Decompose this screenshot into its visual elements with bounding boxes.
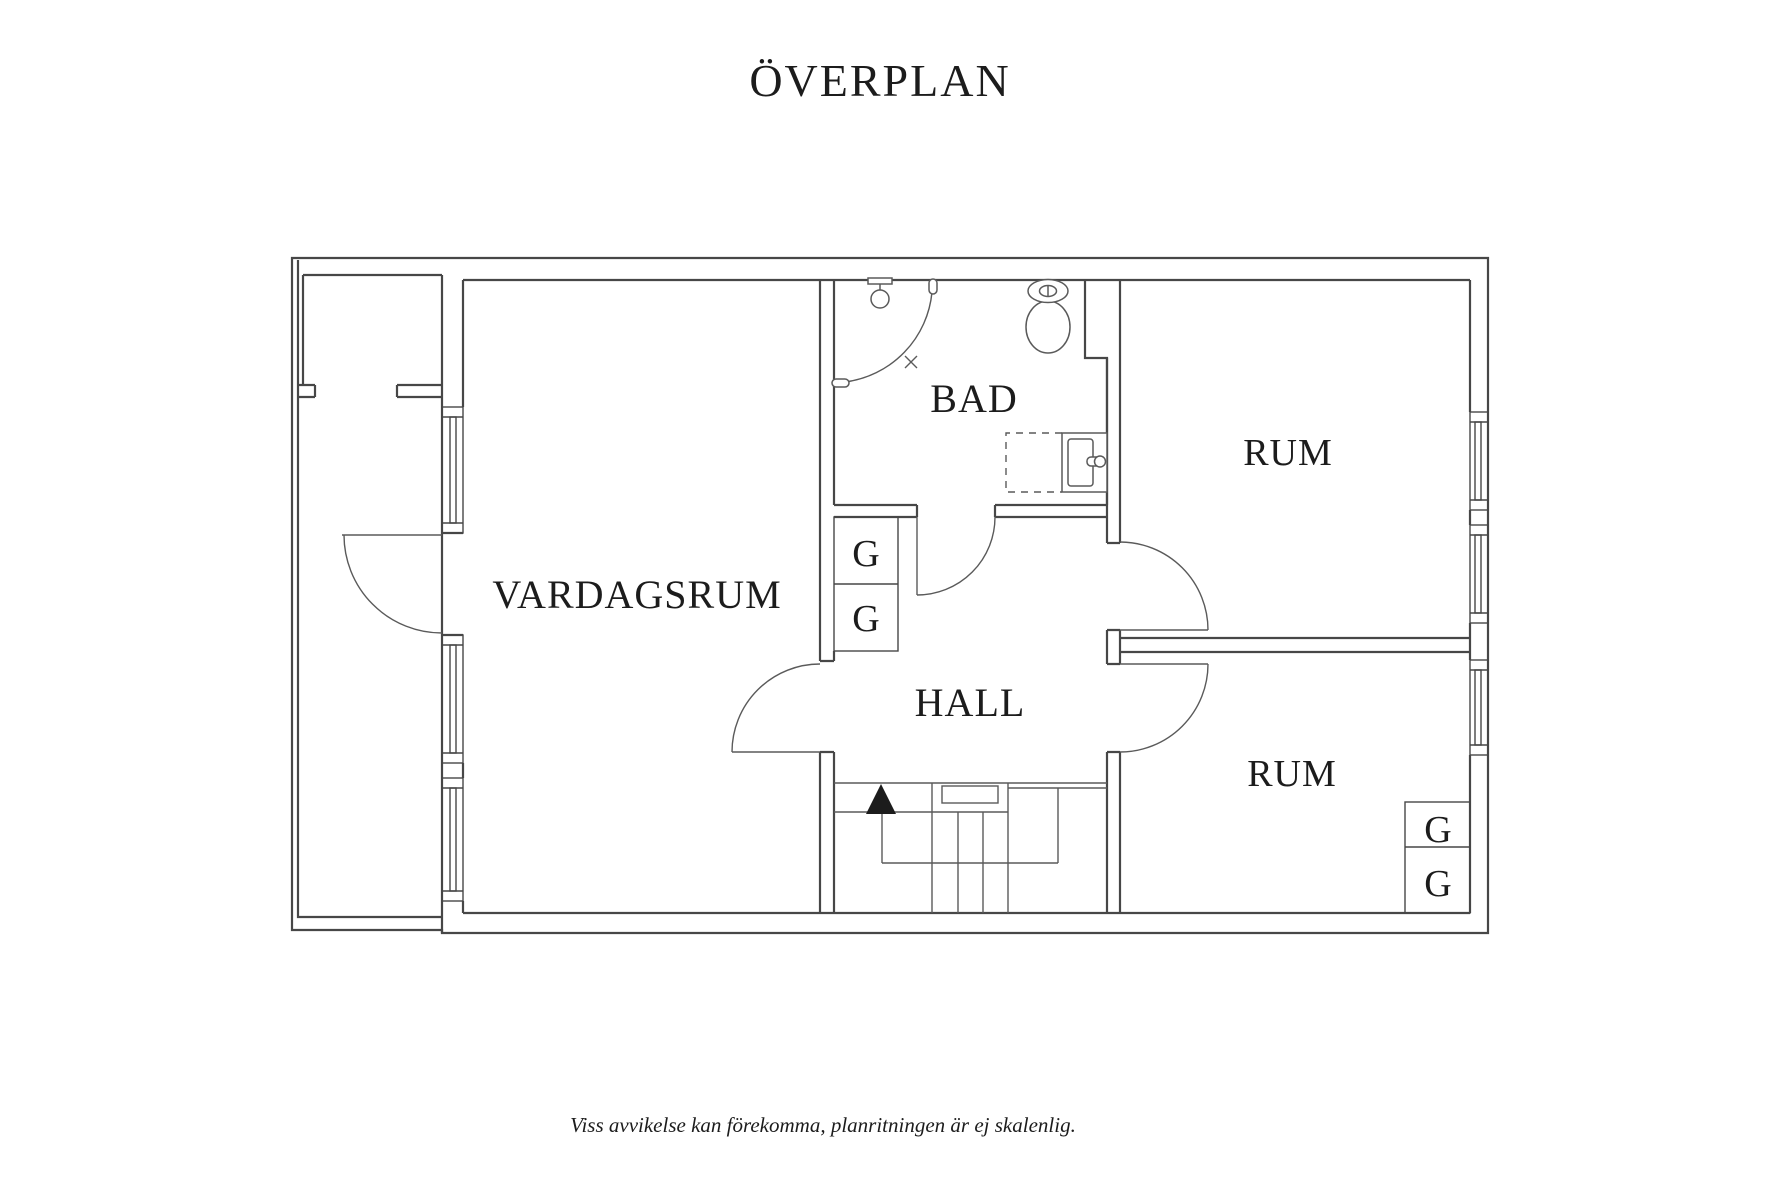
- bathroom-south-wall: [834, 503, 1107, 519]
- west-wall: [440, 275, 465, 933]
- stair-handrail: [941, 785, 999, 804]
- room-label-room-lower: RUM: [1247, 753, 1337, 795]
- room-label-hall: HALL: [915, 680, 1026, 725]
- disclaimer-text: Viss avvikelse kan förekomma, planritnin…: [570, 1113, 1076, 1137]
- door-balcony-strip: [342, 534, 443, 634]
- shower-icon: [831, 277, 938, 388]
- window: [441, 634, 464, 764]
- stairs-up-arrow-icon: [866, 784, 896, 814]
- window: [1469, 524, 1489, 624]
- wardrobe-hall: [833, 516, 899, 652]
- labels: ÖVERPLAN VARDAGSRUM BAD HALL RUM RUM G G…: [492, 55, 1451, 1137]
- closets: [833, 516, 1471, 914]
- room-label-room-upper: RUM: [1243, 432, 1333, 474]
- wardrobe-room-lower: [1404, 801, 1471, 914]
- window: [1469, 411, 1489, 511]
- bathroom-fixtures: [831, 277, 1108, 493]
- sink-icon: [1061, 432, 1108, 493]
- windows: [441, 406, 1489, 902]
- hall-rooms-wall: [1105, 280, 1122, 913]
- room-label-living: VARDAGSRUM: [492, 572, 781, 617]
- doors: [342, 516, 1209, 753]
- door-bathroom: [916, 516, 996, 596]
- stair-lines: [834, 782, 1107, 913]
- wardrobe-letter: G: [1424, 809, 1451, 851]
- door-living-room: [731, 663, 821, 753]
- page-title: ÖVERPLAN: [749, 55, 1010, 106]
- interior-walls: [298, 273, 1470, 933]
- inner-perimeter-lines: [296, 260, 1472, 919]
- window: [441, 777, 464, 902]
- room-label-bathroom: BAD: [930, 376, 1017, 421]
- stairs: [834, 782, 1107, 913]
- window: [1469, 659, 1489, 756]
- toilet-icon: [1025, 278, 1071, 354]
- appliance-outline-dashed: [1005, 432, 1062, 493]
- balcony-room-walls: [298, 273, 442, 399]
- door-room-upper: [1119, 541, 1209, 631]
- outer-boundary: [290, 256, 1490, 935]
- wardrobe-letter: G: [1424, 863, 1451, 905]
- outer-walls: [290, 256, 1490, 935]
- rooms-divider-wall: [1120, 636, 1470, 654]
- door-room-lower: [1119, 663, 1209, 753]
- living-hall-wall: [818, 280, 836, 913]
- wardrobe-letter: G: [852, 533, 879, 575]
- window: [441, 406, 464, 534]
- wardrobe-letter: G: [852, 598, 879, 640]
